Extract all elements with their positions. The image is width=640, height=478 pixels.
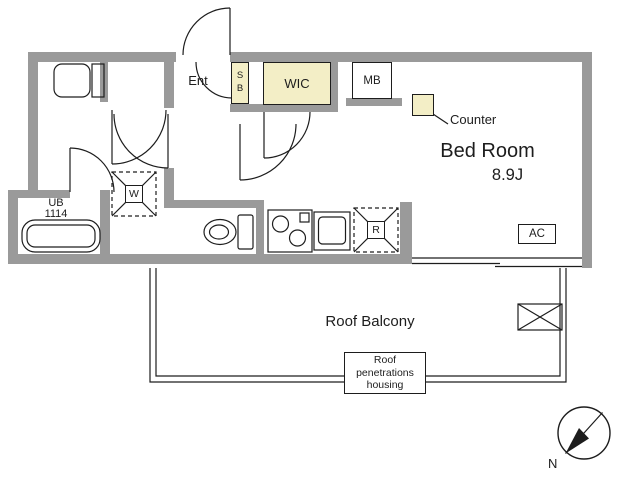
roof-housing-line1: Roof <box>373 353 397 366</box>
bedroom-door-swing <box>239 123 297 181</box>
wall-wic-right <box>330 62 338 112</box>
bathtub <box>21 219 101 253</box>
unit-bath-name: UB <box>48 197 64 209</box>
wall-left <box>28 52 38 198</box>
wall-toilet-top <box>164 200 264 208</box>
bedroom-name: Bed Room <box>440 140 535 162</box>
roof-housing-line2: penetrations <box>356 366 414 379</box>
washbasin <box>53 63 105 98</box>
roof-penetrations-box: Roof penetrations housing <box>344 352 426 394</box>
counter-symbol <box>412 94 434 116</box>
wall-top-left <box>28 52 176 62</box>
meter-box: MB <box>352 62 392 99</box>
closet-door-swing <box>263 111 311 159</box>
stove <box>267 209 313 253</box>
air-conditioner-box: AC <box>518 224 556 244</box>
sliding-window <box>412 257 582 268</box>
wall-toilet-right <box>256 200 264 256</box>
shoe-box: SB <box>231 62 249 104</box>
wall-washroom-divider-bottom <box>164 168 174 204</box>
unit-bath-size: 1114 <box>44 208 68 220</box>
wall-ub-right <box>100 190 110 256</box>
wall-top-right <box>230 52 592 62</box>
roof-housing-line3: housing <box>366 379 404 392</box>
shoe-box-label: SB <box>234 70 246 96</box>
toilet <box>203 214 254 250</box>
counter-label: Counter <box>450 112 497 127</box>
roof-balcony-label: Roof Balcony <box>325 313 415 330</box>
unit-bath-door-swing <box>69 147 115 193</box>
bedroom-size: 8.9J <box>491 166 524 184</box>
air-conditioner-label: AC <box>529 228 545 240</box>
entrance-door-swing <box>182 7 231 56</box>
kitchen-sink <box>313 211 351 251</box>
crossed-box <box>517 303 563 331</box>
compass-north-label: N <box>548 456 558 471</box>
wall-mb-bottom <box>346 98 402 106</box>
wall-ub-top <box>8 190 70 198</box>
wall-kitchen-right <box>400 202 412 264</box>
wall-ub-left <box>8 190 18 264</box>
wall-bottom <box>8 254 412 264</box>
washing-machine-label: W <box>129 188 139 200</box>
refrigerator-chip: R <box>367 221 385 239</box>
wall-under-closet <box>230 104 336 112</box>
wall-right <box>582 52 592 268</box>
entrance-label: Ent <box>188 73 208 88</box>
compass <box>557 406 611 460</box>
refrigerator-label: R <box>372 224 380 236</box>
entry-hall-door-swing <box>195 61 233 99</box>
washroom-door-swing <box>111 109 169 169</box>
wall-washroom-divider-top <box>164 62 174 108</box>
meter-box-label: MB <box>363 74 381 87</box>
walk-in-closet: WIC <box>263 62 331 105</box>
washing-machine-chip: W <box>125 185 143 203</box>
walk-in-closet-label: WIC <box>284 76 310 91</box>
